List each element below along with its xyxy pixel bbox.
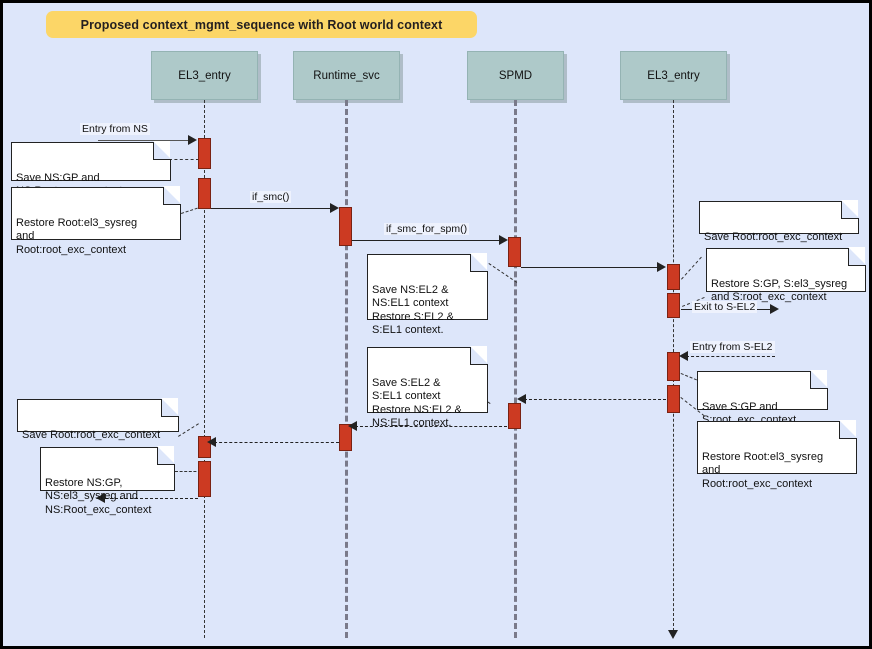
note-text: Save NS:EL2 & NS:EL1 context Restore S:E…: [372, 283, 454, 337]
activation-bar: [508, 403, 521, 429]
note-text: Restore Root:el3_sysreg and Root:root_ex…: [702, 450, 824, 490]
note-text: Restore S:GP, S:el3_sysreg and S:root_ex…: [711, 277, 848, 304]
message-line-el3-entry-to-spmd-return: [524, 399, 666, 400]
note-save-ns-gp: Save NS:GP and NS:Root_exc_context: [11, 141, 171, 197]
note-save-ns-el2-restore-s-el2: Save NS:EL2 & NS:EL1 context Restore S:E…: [367, 253, 488, 336]
activation-bar: [508, 237, 521, 267]
note-text: Save S:EL2 & S:EL1 context Restore NS:EL…: [372, 376, 462, 430]
note-text: Restore Root:el3_sysreg and Root:root_ex…: [16, 216, 138, 256]
arrow-right-icon: [499, 235, 508, 245]
participant-el3-entry-left[interactable]: EL3_entry: [151, 51, 258, 100]
note-save-root-exc-context-right: Save Root:root_exc_context: [699, 200, 859, 243]
diagram-title-banner: Proposed context_mgmt_sequence with Root…: [46, 11, 477, 38]
note-save-s-el2-restore-ns-el2: Save S:EL2 & S:EL1 context Restore NS:EL…: [367, 346, 488, 429]
note-restore-root-el3-sysreg: Restore Root:el3_sysreg and Root:root_ex…: [11, 186, 181, 256]
note-fold-icon: [163, 186, 181, 205]
participant-runtime-svc[interactable]: Runtime_svc: [293, 51, 400, 100]
activation-bar: [667, 293, 680, 318]
arrow-left-icon: [679, 351, 688, 361]
arrow-left-icon: [517, 394, 526, 404]
message-line-if-smc-for-spm: [352, 240, 500, 241]
note-fold-icon: [157, 446, 175, 465]
note-leader: [169, 159, 199, 160]
note-fold-icon: [839, 420, 857, 439]
message-line-entry-from-ns: [98, 140, 194, 141]
note-leader: [178, 423, 199, 437]
message-line-spmd-to-runtime-svc-return: [355, 426, 507, 427]
participant-label: EL3_entry: [647, 69, 700, 82]
note-text: Save Root:root_exc_context: [704, 230, 843, 243]
arrow-right-icon: [330, 203, 339, 213]
note-fold-icon: [470, 346, 488, 365]
message-line-if-smc: [211, 208, 331, 209]
diagram-title: Proposed context_mgmt_sequence with Root…: [80, 17, 443, 32]
arrow-right-icon: [770, 304, 779, 314]
note-text: Restore NS:GP, NS:el3_sysreg and NS:Root…: [45, 476, 152, 516]
participant-label: SPMD: [498, 69, 533, 82]
lifeline-end-arrow-icon: [668, 630, 678, 639]
note-save-root-exc-context-left: Save Root:root_exc_context: [17, 398, 179, 441]
arrow-left-icon: [207, 437, 216, 447]
activation-bar: [198, 178, 211, 209]
activation-bar: [667, 385, 680, 413]
lifeline-el3-entry-left: [204, 100, 205, 638]
lifeline-runtime-svc: [345, 100, 348, 638]
note-restore-s-gp: Restore S:GP, S:el3_sysreg and S:root_ex…: [706, 247, 866, 303]
activation-bar: [198, 138, 211, 169]
note-save-s-gp: Save S:GP and S:root_exc_context: [697, 370, 828, 426]
message-label-entry-from-ns: Entry from NS: [80, 123, 150, 135]
note-fold-icon: [470, 253, 488, 272]
participant-label: Runtime_svc: [313, 69, 380, 82]
message-label-exit-to-s-el2: Exit to S-EL2: [692, 301, 758, 313]
lifeline-spmd: [514, 100, 517, 638]
activation-bar: [339, 207, 352, 246]
message-label-if-smc: if_smc(): [250, 191, 292, 203]
note-fold-icon: [848, 247, 866, 266]
note-restore-ns-gp: Restore NS:GP, NS:el3_sysreg and NS:Root…: [40, 446, 175, 516]
message-line-entry-from-s-el2: [686, 356, 775, 357]
message-line-runtime-svc-to-el3-entry-return: [214, 442, 339, 443]
arrow-left-icon: [96, 493, 105, 503]
activation-bar: [667, 264, 680, 290]
message-label-if-smc-for-spm: if_smc_for_spm(): [384, 223, 470, 235]
participant-label: EL3_entry: [178, 69, 231, 82]
arrow-right-icon: [188, 135, 197, 145]
note-leader: [175, 471, 201, 472]
note-restore-root-el3-sysreg-right: Restore Root:el3_sysreg and Root:root_ex…: [697, 420, 857, 490]
activation-bar: [198, 461, 211, 497]
message-label-entry-from-s-el2: Entry from S-EL2: [690, 341, 775, 353]
note-leader: [681, 256, 702, 280]
note-fold-icon: [161, 398, 179, 417]
participant-spmd[interactable]: SPMD: [467, 51, 564, 100]
activation-bar: [667, 352, 680, 381]
note-fold-icon: [841, 200, 859, 219]
message-line-spmd-to-el3-entry: [521, 267, 658, 268]
arrow-right-icon: [657, 262, 666, 272]
participant-el3-entry-right[interactable]: EL3_entry: [620, 51, 727, 100]
note-text: Save Root:root_exc_context: [22, 428, 161, 441]
note-fold-icon: [810, 370, 828, 389]
note-fold-icon: [153, 141, 171, 160]
message-line-el3-entry-exit-return: [105, 498, 198, 499]
arrow-left-icon: [348, 421, 357, 431]
